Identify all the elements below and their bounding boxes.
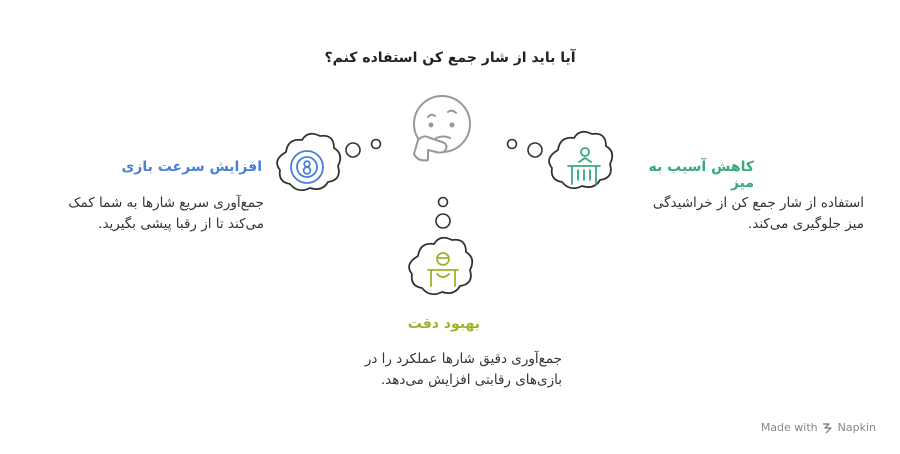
desc-line: بازی‌های رقابتی افزایش می‌دهد. <box>380 372 562 388</box>
desc-line: جمع‌آوری دقیق شارها عملکرد را در <box>364 351 562 367</box>
made-with-label: Made with <box>760 421 818 434</box>
billiard-ball-icon <box>290 150 324 184</box>
table-person-icon <box>567 147 601 185</box>
thought-bubble-right-large <box>527 142 543 158</box>
napkin-logo-icon <box>822 422 832 433</box>
option-heading-reduce-table-damage: کاهش آسیب به میز <box>648 159 755 191</box>
option-description-increase-game-speed: جمع‌آوری سریع شارها به شما کمک می‌کند تا… <box>20 193 264 235</box>
desc-line: میز جلوگیری می‌کند. <box>747 216 864 232</box>
thought-bubble-down-large <box>435 213 451 229</box>
desc-line: می‌کند تا از رقبا پیشی بگیرید. <box>98 216 264 232</box>
cloud-bottom <box>408 236 474 296</box>
option-heading-improve-accuracy: بهبود دقت <box>407 316 480 332</box>
thought-bubble-right-small <box>506 138 518 150</box>
thinking-face-icon <box>413 95 471 162</box>
desc-line: جمع‌آوری سریع شارها به شما کمک <box>68 195 264 211</box>
thought-bubble-left-small <box>370 138 382 150</box>
footer-credit: Made with Napkin <box>761 421 876 434</box>
desk-worker-icon <box>427 252 459 287</box>
thought-bubble-down-small <box>437 196 449 208</box>
desc-line: استفاده از شار جمع کن از خراشیدگی <box>652 195 864 211</box>
option-description-reduce-table-damage: استفاده از شار جمع کن از خراشیدگی میز جل… <box>620 193 864 235</box>
option-description-improve-accuracy: جمع‌آوری دقیق شارها عملکرد را در بازی‌ها… <box>310 349 562 391</box>
diagram-title: آیا باید از شار جمع کن استفاده کنم؟ <box>324 50 576 66</box>
napkin-brand-label: Napkin <box>837 421 876 434</box>
thought-bubble-left-large <box>345 142 361 158</box>
option-heading-increase-game-speed: افزایش سرعت بازی <box>121 159 262 175</box>
